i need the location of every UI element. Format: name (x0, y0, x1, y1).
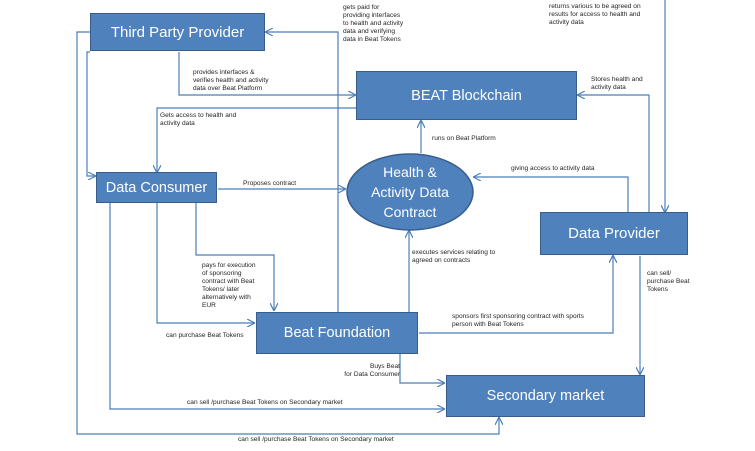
label-returns-various: returns various to be agreed on results … (549, 3, 641, 26)
node-beat-foundation: Beat Foundation (256, 312, 418, 354)
node-secondary-market: Secondary market (446, 375, 645, 417)
label-buys-beat: Buys Beat for Data Consumer (344, 363, 400, 378)
label-sponsors: sponsors first sponsoring contract with … (452, 313, 584, 328)
node-third-party-provider: Third Party Provider (90, 13, 265, 51)
edge-can-purchase (156, 203, 254, 323)
label-runs-on: runs on Beat Platform (432, 135, 496, 142)
edge-can-sell-tpp (76, 31, 499, 435)
label-provides-interfaces: provides interfaces & verifies health an… (193, 69, 269, 92)
edge-giving-access (474, 177, 629, 212)
edge-provides-interfaces (178, 52, 355, 95)
edge-buys-beat (399, 354, 444, 383)
edge-sponsors (419, 256, 613, 334)
edge-stores-data (578, 95, 650, 212)
label-can-purchase: can purchase Beat Tokens (166, 332, 244, 339)
edge-pays-for-execution (195, 203, 274, 310)
label-can-sell-dc: can sell /purchase Beat Tokens on Second… (187, 399, 343, 406)
node-beat-blockchain: BEAT Blockchain (356, 71, 577, 120)
edge-can-sell-dc (109, 203, 444, 409)
edge-gets-paid (266, 32, 339, 312)
label-proposes-contract: Proposes contract (243, 180, 297, 187)
edge-tpp-to-dc (86, 51, 95, 176)
label-pays-for-execution: pays for execution of sponsoring contrac… (202, 262, 256, 309)
contract-ellipse (346, 153, 474, 231)
label-gets-paid: gets paid for providing interfaces to he… (343, 4, 404, 43)
edge-gets-access (157, 107, 357, 172)
node-health-activity-contract: Health & Activity Data Contract (371, 164, 449, 220)
label-can-sell-purchase-dp: can sell/ purchase Beat Tokens (647, 270, 690, 293)
label-stores-data: Stores health and activity data (591, 76, 643, 91)
node-data-consumer: Data Consumer (96, 172, 217, 203)
label-can-sell-tpp: can sell /purchase Beat Tokens on Second… (238, 436, 394, 443)
node-data-provider: Data Provider (540, 212, 688, 255)
label-executes-services: executes services relating to agreed on … (412, 249, 496, 264)
label-giving-access: giving access to activity data (511, 165, 595, 172)
label-gets-access: Gets access to health and activity data (160, 112, 237, 127)
